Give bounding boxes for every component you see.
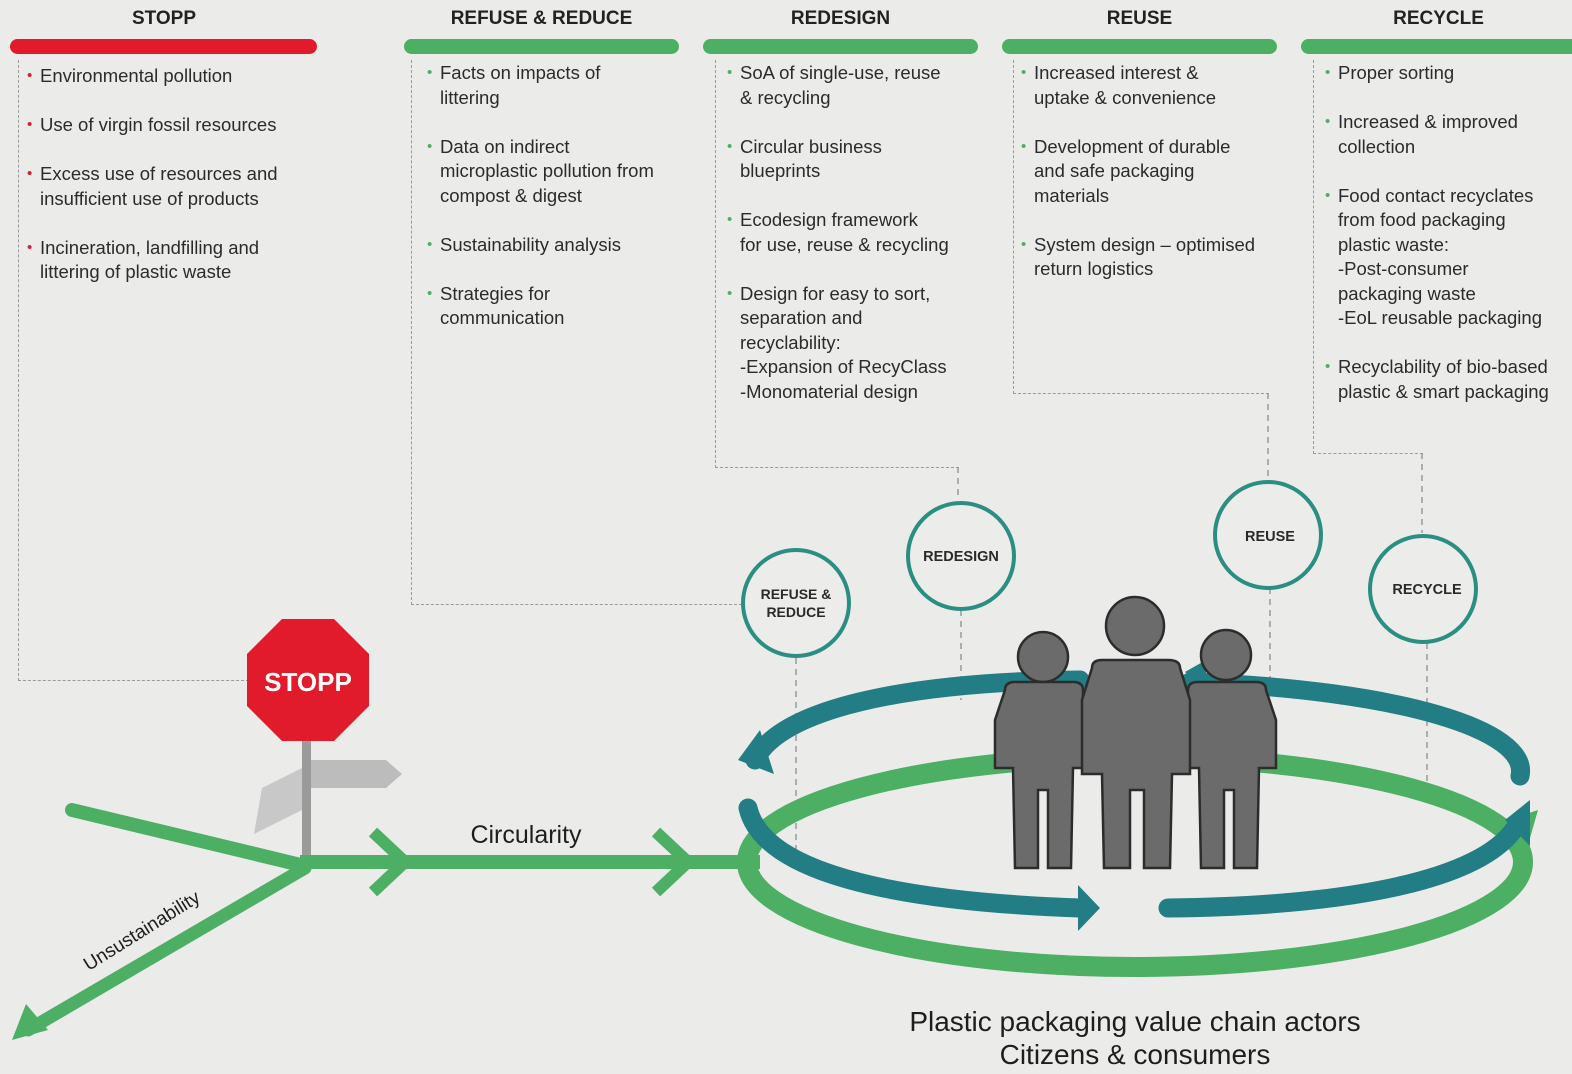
- incoming-path: [65, 803, 312, 873]
- list-item: Design for easy to sort, separation and …: [718, 282, 998, 405]
- unsustainability-arrow: [12, 861, 312, 1040]
- reuse-list: Increased interest & uptake & convenienc…: [1012, 61, 1292, 306]
- recycle-circle: RECYCLE: [1368, 534, 1478, 644]
- teal-arrowhead-left: [738, 730, 774, 774]
- list-item: Increased interest & uptake & convenienc…: [1012, 61, 1292, 110]
- redesign-connector: [715, 60, 959, 468]
- signpost-icon: [254, 735, 402, 855]
- stopp-connector: [18, 60, 249, 681]
- stopp-list: Environmental pollution Use of virgin fo…: [18, 64, 318, 309]
- list-item: Food contact recyclates from food packag…: [1316, 184, 1572, 331]
- list-item: Proper sorting: [1316, 61, 1572, 86]
- list-item: SoA of single-use, reuse & recycling: [718, 61, 998, 110]
- refuse-reduce-circle-label-2: REDUCE: [766, 604, 825, 620]
- recycle-connector: [1313, 60, 1423, 454]
- refuse-reduce-connector: [411, 60, 742, 605]
- list-item: Use of virgin fossil resources: [18, 113, 318, 138]
- stopp-bar: [10, 39, 317, 54]
- list-item: Facts on impacts of littering: [418, 61, 708, 110]
- person-icon: [1186, 628, 1278, 870]
- caption-line-1: Plastic packaging value chain actors: [909, 1006, 1361, 1037]
- reuse-connector: [1013, 60, 1269, 394]
- teal-arrowhead-bottom: [1078, 885, 1100, 931]
- list-item: Data on indirect microplastic pollution …: [418, 135, 708, 209]
- list-item: Sustainability analysis: [418, 233, 708, 258]
- reuse-bar: [1002, 39, 1277, 54]
- list-item: Development of durable and safe packagin…: [1012, 135, 1292, 209]
- teal-loop-upper-right: [1180, 672, 1530, 786]
- teal-loop-lower-left: [738, 798, 1090, 918]
- column-title-redesign: REDESIGN: [790, 8, 891, 29]
- list-item: Strategies for communication: [418, 282, 708, 331]
- chevron-right-icon: [368, 827, 411, 897]
- redesign-bar: [703, 39, 978, 54]
- list-item: Environmental pollution: [18, 64, 318, 89]
- column-title-refuse-reduce: REFUSE & REDUCE: [450, 8, 633, 29]
- teal-loop-lower-right: [1158, 818, 1525, 918]
- list-item: Excess use of resources and insufficient…: [18, 162, 318, 211]
- recycle-circle-label: RECYCLE: [1392, 582, 1462, 598]
- list-item: Recyclability of bio-based plastic & sma…: [1316, 355, 1572, 404]
- refuse-reduce-bar: [404, 39, 679, 54]
- reuse-circle: REUSE: [1213, 480, 1323, 590]
- caption-line-2: Citizens & consumers: [999, 1039, 1271, 1070]
- list-item: System design – optimised return logisti…: [1012, 233, 1292, 282]
- teal-arrowhead-right: [1505, 800, 1530, 846]
- person-icon: [1080, 595, 1192, 870]
- redesign-circle: REDESIGN: [906, 501, 1016, 611]
- list-item: Increased & improved collection: [1316, 110, 1572, 159]
- column-title-stopp: STOPP: [131, 8, 197, 29]
- column-title-recycle: RECYCLE: [1393, 8, 1484, 29]
- chevron-right-icon: [651, 827, 694, 897]
- reuse-circle-label: REUSE: [1245, 529, 1295, 545]
- redesign-circle-label: REDESIGN: [923, 549, 999, 565]
- refuse-reduce-circle: REFUSE & REDUCE: [741, 548, 851, 658]
- stop-sign: STOPP: [247, 619, 369, 741]
- list-item: Circular business blueprints: [718, 135, 998, 184]
- column-title-reuse: REUSE: [1106, 8, 1173, 29]
- recycle-list: Proper sorting Increased & improved coll…: [1316, 61, 1572, 429]
- list-item: Ecodesign framework for use, reuse & rec…: [718, 208, 998, 257]
- redesign-list: SoA of single-use, reuse & recycling Cir…: [718, 61, 998, 429]
- refuse-reduce-circle-label-1: REFUSE &: [761, 586, 832, 602]
- people-icon: [993, 595, 1278, 870]
- circularity-label: Circularity: [470, 821, 582, 849]
- person-icon: [993, 630, 1085, 870]
- recycle-bar: [1301, 39, 1572, 54]
- list-item: Incineration, landfilling and littering …: [18, 236, 318, 285]
- refuse-reduce-list: Facts on impacts of littering Data on in…: [418, 61, 708, 355]
- stop-sign-label: STOPP: [264, 667, 352, 697]
